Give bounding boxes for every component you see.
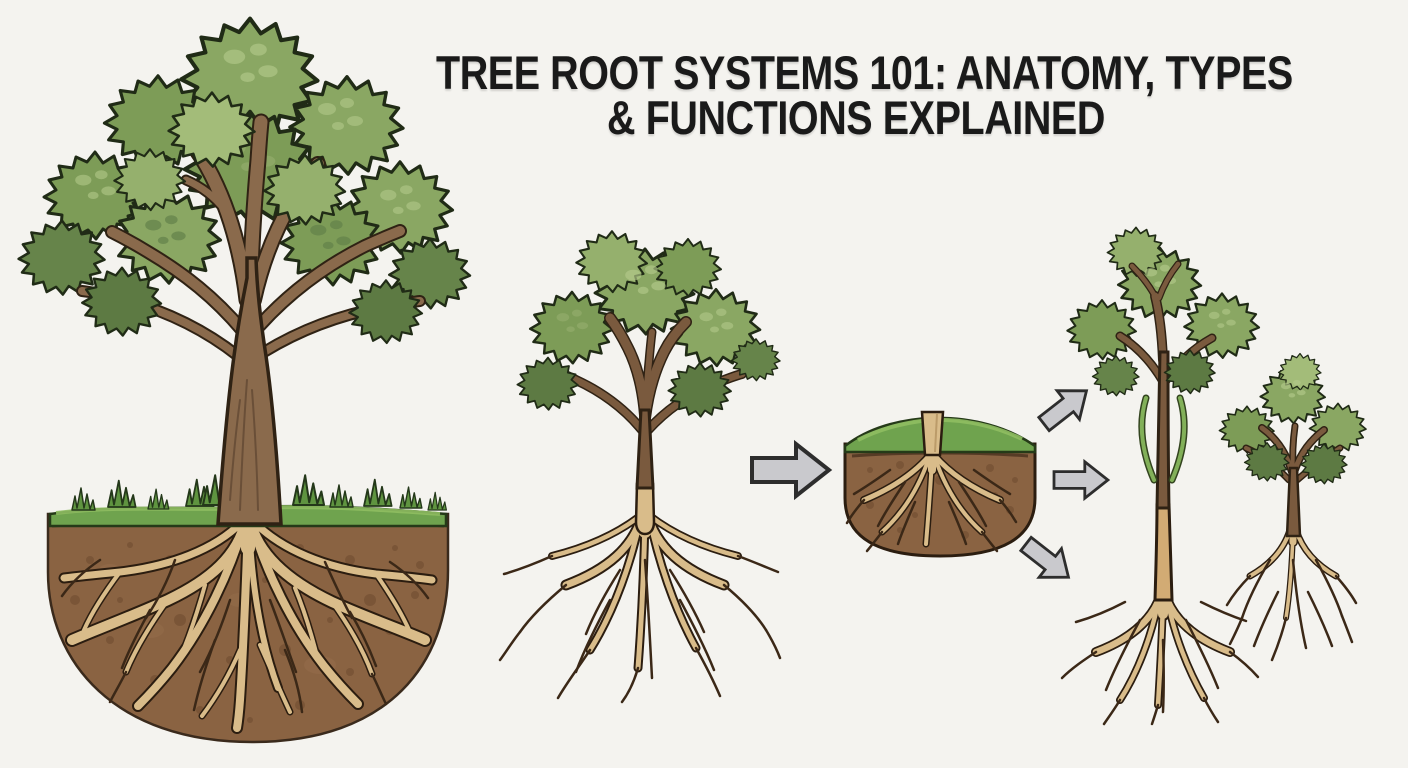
- right-arrow-small: [1052, 460, 1110, 500]
- trunk-shape: [216, 256, 283, 526]
- trunk-below-ground: [1153, 503, 1174, 602]
- small-bare-root-tree-panel: [1218, 352, 1367, 662]
- title-line-1: TREE ROOT SYSTEMS 101: ANATOMY, TYPES: [436, 46, 1293, 99]
- trunk-shape: [1285, 466, 1302, 538]
- block-roots: [845, 446, 1018, 553]
- bare-roots: [1225, 521, 1358, 662]
- bare-roots: [498, 498, 782, 704]
- canopy-back: [528, 230, 762, 368]
- soil-block: [843, 442, 1037, 558]
- bare-root-tree-panel: [498, 230, 782, 704]
- up-right-arrow: [1031, 375, 1100, 440]
- tall-bare-root-tree-panel: [1060, 226, 1261, 726]
- cut-stem-stub: [920, 410, 945, 457]
- trunk-shape: [1155, 350, 1171, 510]
- soil-root-block-panel: [843, 410, 1037, 558]
- basal-shoots: [1138, 394, 1188, 484]
- down-right-arrow: [1013, 528, 1082, 593]
- trunk-below-ground: [634, 482, 656, 536]
- page-title: TREE ROOT SYSTEMS 101: ANATOMY, TYPES & …: [436, 46, 1293, 144]
- mature-tree-panel: [17, 19, 472, 744]
- trunk: [1242, 422, 1344, 538]
- stub-shade-line: [934, 413, 938, 453]
- right-arrow: [750, 442, 831, 498]
- title-line-2: & FUNCTIONS EXPLAINED: [607, 91, 1105, 144]
- bare-roots: [1060, 585, 1260, 726]
- trunk-shape: [635, 408, 655, 490]
